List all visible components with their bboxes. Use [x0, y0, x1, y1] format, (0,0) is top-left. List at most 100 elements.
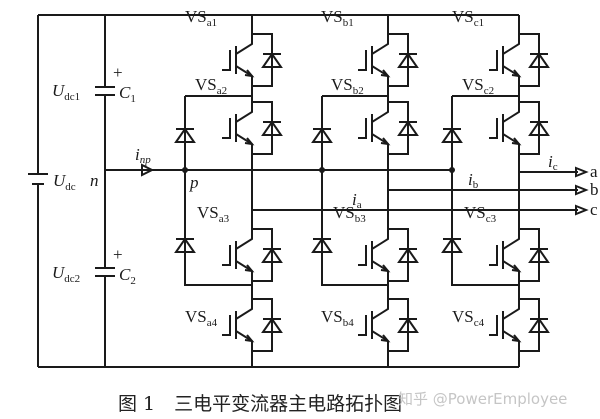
vsa3-gate [222, 245, 231, 266]
current-symbol: i [468, 170, 473, 189]
switch-name: VS [197, 203, 219, 222]
vsc1-freewheel-loop [519, 33, 540, 87]
output-arrow-icon [575, 204, 589, 216]
output-arrow-icon [575, 166, 589, 178]
vsa3-freewheel-diode-icon [261, 247, 283, 263]
switch-subscript: a2 [217, 85, 227, 97]
switch-subscript: b3 [355, 213, 367, 225]
switch-subscript: c4 [474, 317, 485, 329]
watermark: 知乎 @PowerEmployee [398, 390, 567, 408]
figure-caption: 图 1 三电平变流器主电路拓扑图 [118, 393, 402, 415]
c2-capacitor-icon [95, 267, 115, 277]
switch-name: VS [331, 75, 353, 94]
vsb2-emitter-arrow [380, 137, 391, 146]
clamp-c-wire [451, 95, 519, 286]
vsa1-freewheel-loop [252, 33, 273, 87]
switch-subscript: c1 [474, 17, 484, 29]
vsb2-freewheel-loop [388, 101, 409, 155]
vsc2-emitter-arrow [511, 137, 522, 146]
clamp-diode-c-lower-icon [441, 237, 463, 253]
clamp-diode-c-upper-icon [441, 127, 463, 143]
current-subscript: b [473, 179, 479, 191]
vsb1-emitter-arrow [380, 69, 391, 78]
vsa2-gate [222, 118, 231, 139]
vsb2-freewheel-diode-icon [397, 120, 419, 136]
switch-subscript: b1 [343, 17, 354, 29]
vsb3-emitter-arrow [380, 264, 391, 273]
vsa3-freewheel-loop [252, 228, 273, 282]
vsc4-freewheel-diode-icon [528, 317, 550, 333]
switch-name: VS [185, 7, 207, 26]
vsa3-igbt-icon [235, 225, 253, 285]
vsa2-igbt-icon [235, 98, 253, 158]
switch-name: VS [321, 7, 343, 26]
vsc3-gate [489, 245, 498, 266]
switch-name: VS [462, 75, 484, 94]
c1-capacitor-icon [95, 86, 115, 96]
junction-dot [182, 167, 188, 173]
node-n-label: n [90, 171, 99, 190]
vsb4-gate [358, 315, 367, 336]
switch-label-vsc2: VSc2 [462, 75, 494, 97]
vsc4-emitter-arrow [511, 334, 522, 343]
c1-label: C1 [119, 83, 136, 105]
vsc1-gate [489, 50, 498, 71]
inp-arrow-icon [141, 163, 155, 177]
udc2-label: Udc2 [52, 263, 80, 285]
vsb4-freewheel-diode-icon [397, 317, 419, 333]
switch-name: VS [185, 307, 207, 326]
vsc1-igbt-icon [502, 30, 520, 90]
switch-subscript: c3 [486, 213, 497, 225]
clamp-b-wire [321, 95, 388, 286]
vsb2-gate [358, 118, 367, 139]
clamp-diode-b-upper-icon [311, 127, 333, 143]
vsa2-freewheel-loop [252, 101, 273, 155]
clamp-diode-a-upper-icon [174, 127, 196, 143]
current-b-label: ib [468, 170, 479, 191]
vsa1-emitter-arrow [244, 69, 255, 78]
vsb3-gate [358, 245, 367, 266]
switch-label-vsc4: VSc4 [452, 307, 485, 329]
vsa3-emitter-arrow [244, 264, 255, 273]
vsb2-igbt-icon [371, 98, 389, 158]
switch-label-vsc1: VSc1 [452, 7, 484, 29]
vsc4-freewheel-loop [519, 298, 540, 352]
vsb3-igbt-icon [371, 225, 389, 285]
switch-name: VS [452, 7, 474, 26]
vsa4-igbt-icon [235, 295, 253, 355]
vsa4-freewheel-loop [252, 298, 273, 352]
vsc3-freewheel-diode-icon [528, 247, 550, 263]
switch-label-vsc3: VSc3 [464, 203, 497, 225]
vsb4-igbt-icon [371, 295, 389, 355]
switch-subscript: a1 [207, 17, 217, 29]
junction-dot [319, 167, 325, 173]
vsc3-emitter-arrow [511, 264, 522, 273]
udc-label: Udc [53, 171, 76, 193]
vsb1-gate [358, 50, 367, 71]
switch-label-vsb1: VSb1 [321, 7, 354, 29]
current-subscript: a [357, 199, 362, 211]
vsb1-igbt-icon [371, 30, 389, 90]
vsb4-freewheel-loop [388, 298, 409, 352]
vsc4-igbt-icon [502, 295, 520, 355]
switch-label-vsb3: VSb3 [333, 203, 366, 225]
current-symbol: i [548, 152, 553, 171]
current-c-label: ic [548, 152, 558, 173]
current-a-label: ia [352, 190, 362, 211]
vsa2-emitter-arrow [244, 137, 255, 146]
c1-plus: + [113, 63, 123, 82]
vsc2-igbt-icon [502, 98, 520, 158]
vsa2-freewheel-diode-icon [261, 120, 283, 136]
terminal-b-label: b [590, 180, 599, 199]
switch-label-vsa2: VSa2 [195, 75, 227, 97]
vsb3-freewheel-diode-icon [397, 247, 419, 263]
switch-label-vsa1: VSa1 [185, 7, 217, 29]
vsb4-emitter-arrow [380, 334, 391, 343]
switch-name: VS [195, 75, 217, 94]
vsb1-freewheel-loop [388, 33, 409, 87]
clamp-a-wire [184, 95, 252, 286]
switch-name: VS [321, 307, 343, 326]
output-arrow-icon [575, 184, 589, 196]
